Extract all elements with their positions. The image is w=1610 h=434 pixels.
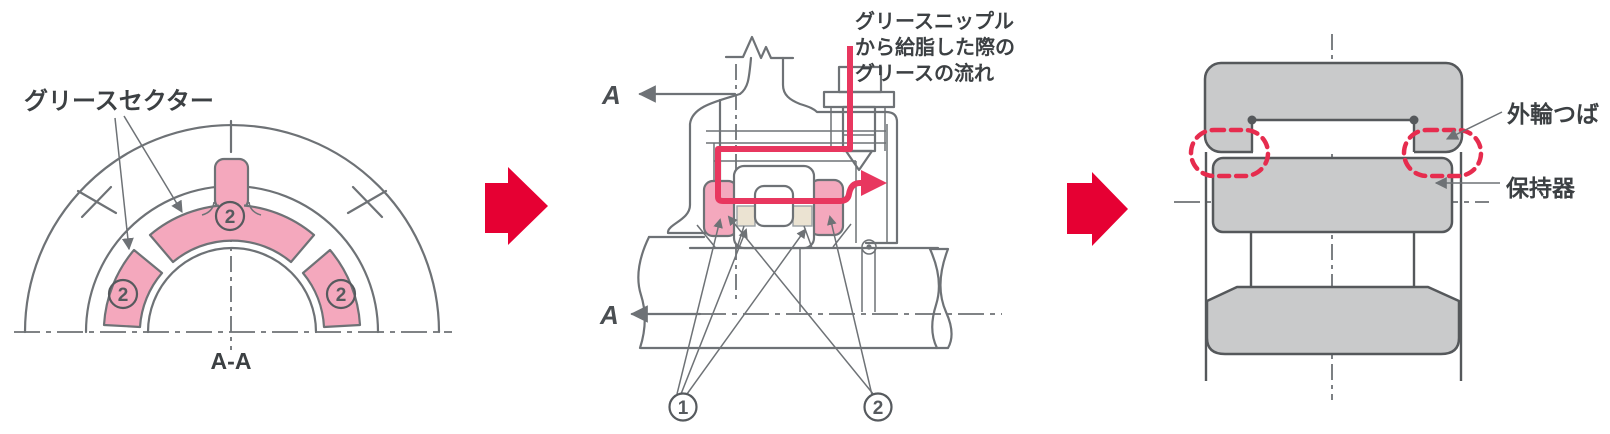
housing-right-contour xyxy=(781,56,888,114)
callout-2-label: 2 xyxy=(873,398,884,419)
shaft-end-stub xyxy=(928,247,953,350)
callout-2-circle xyxy=(863,392,893,422)
callout-1-circle xyxy=(668,392,698,422)
break-symbol xyxy=(724,35,795,60)
grease-sector-label: グリースセクター xyxy=(24,88,214,115)
outer-ring-flange-label: 外輪つば xyxy=(1507,101,1599,127)
grease-flow-note-line1: グリースニップル xyxy=(855,9,1014,33)
shaft-break-right xyxy=(928,247,941,350)
guide-surface-right xyxy=(792,205,813,227)
callout-1-label: 1 xyxy=(678,398,689,419)
callout1-leader xyxy=(676,218,723,395)
roller-section xyxy=(753,184,795,228)
sector-badge-circle xyxy=(214,200,246,232)
recess-corner-dot xyxy=(1409,115,1419,125)
housing-right-wall xyxy=(864,110,899,245)
grease-sector-view: 2 2 2 グリースセクター A-A xyxy=(14,88,452,374)
callout1-leader xyxy=(686,228,807,395)
sector-badge: 2 xyxy=(118,285,129,306)
grease-flow-path xyxy=(715,46,863,204)
cage-section xyxy=(1211,156,1454,234)
grease-flow-note-line2: から給脂した際の xyxy=(855,35,1015,59)
sector-badge: 2 xyxy=(225,207,236,228)
section-marker-bottom: A xyxy=(599,300,619,330)
outer-ring-recess xyxy=(1253,121,1414,154)
grease-flow-note-line3: グリースの流れ xyxy=(855,61,994,85)
grease-sector-top xyxy=(148,203,316,264)
housing-section-view: A A 1 2 グリースニップル から給脂した際の グリースの流れ xyxy=(599,9,1015,422)
set-screw-icon xyxy=(861,239,877,255)
flange-highlight-left xyxy=(1188,127,1271,179)
collar-lines xyxy=(799,248,876,312)
section-marker-top: A xyxy=(601,80,621,110)
bearing-detail-view: 外輪つば 保持器 xyxy=(1174,34,1599,400)
sector-tab-junction xyxy=(219,198,244,210)
grease-sector-right xyxy=(301,248,362,329)
tab-fillet-left xyxy=(201,201,215,216)
step-arrow-icon xyxy=(1067,172,1128,246)
lower-roller-section xyxy=(1205,285,1461,356)
callout1-leader xyxy=(680,228,748,395)
x-mark-right xyxy=(346,185,388,219)
tab-fillet-right xyxy=(248,201,262,216)
step-arrow-icon xyxy=(485,167,548,245)
guide-surface-left xyxy=(736,205,756,227)
set-screw-dot xyxy=(866,244,872,250)
housing-left-contour xyxy=(666,56,753,235)
section-aa-label: A-A xyxy=(211,348,252,374)
recess-corner-dot xyxy=(1247,115,1257,125)
inner-ring-shoulder-lines xyxy=(696,223,852,249)
grease-sector-left xyxy=(102,248,164,329)
callout2-leader xyxy=(827,215,873,396)
flange-highlight-right xyxy=(1401,127,1484,179)
nipple-tip xyxy=(844,149,874,172)
grease-flow-arrowhead xyxy=(861,170,887,196)
nipple-bore-lines xyxy=(830,107,886,151)
bore-arc xyxy=(146,246,318,334)
grease-nipple-flange xyxy=(822,90,896,109)
sector-badge-circle xyxy=(325,278,357,310)
shaft-break-left xyxy=(637,235,651,350)
leader-to-left-sector xyxy=(114,117,134,251)
sector-badge: 2 xyxy=(336,285,347,306)
cage-label: 保持器 xyxy=(1505,175,1576,201)
x-mark-left xyxy=(76,185,118,219)
outer-ring-flange-leader xyxy=(1445,111,1503,140)
sector-badge-circle xyxy=(107,278,139,310)
leader-to-top-sector xyxy=(123,115,183,214)
callout2-leader xyxy=(727,215,875,396)
